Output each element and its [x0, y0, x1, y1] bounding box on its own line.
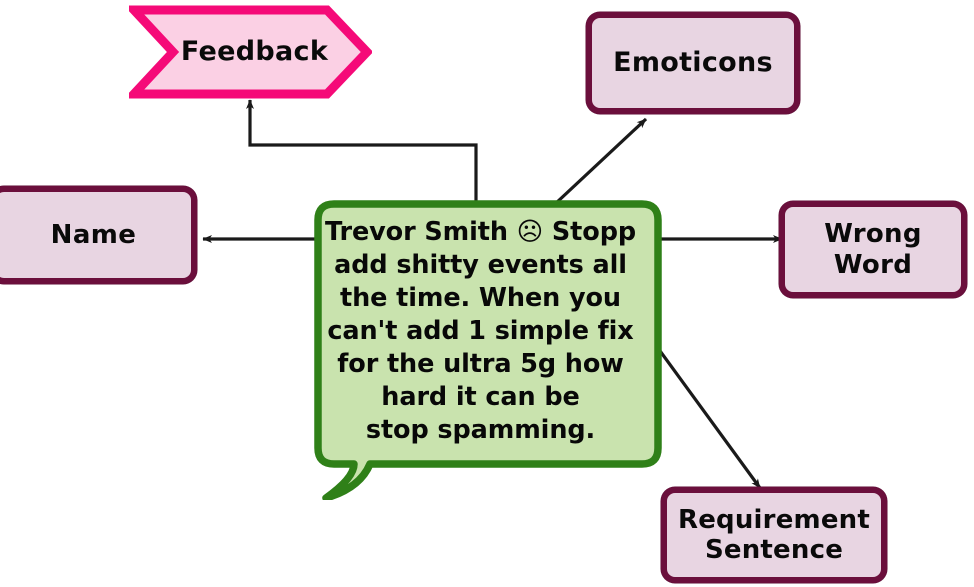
comment-text: Trevor Smith ☹ Stopp add shitty events a… — [325, 216, 636, 446]
chevron-arrow-shape — [129, 5, 372, 99]
edge-bubble-to-feedback — [246, 99, 478, 203]
node-wrong-word[interactable]: Wrong Word — [779, 201, 967, 298]
node-name-label: Name — [50, 219, 137, 250]
node-feedback-label: Feedback — [180, 36, 329, 68]
node-wrong-word-label: Wrong Word — [824, 219, 922, 280]
node-feedback[interactable]: Feedback — [129, 5, 372, 99]
node-requirement-sentence[interactable]: Requirement Sentence — [661, 487, 887, 583]
node-name[interactable]: Name — [0, 186, 197, 284]
node-requirement-sentence-label: Requirement Sentence — [677, 504, 870, 565]
node-emoticons-label: Emoticons — [613, 47, 773, 79]
speech-bubble-shape — [314, 200, 662, 500]
comment-speech-bubble[interactable]: Trevor Smith ☹ Stopp add shitty events a… — [302, 200, 662, 500]
node-emoticons[interactable]: Emoticons — [586, 12, 800, 114]
